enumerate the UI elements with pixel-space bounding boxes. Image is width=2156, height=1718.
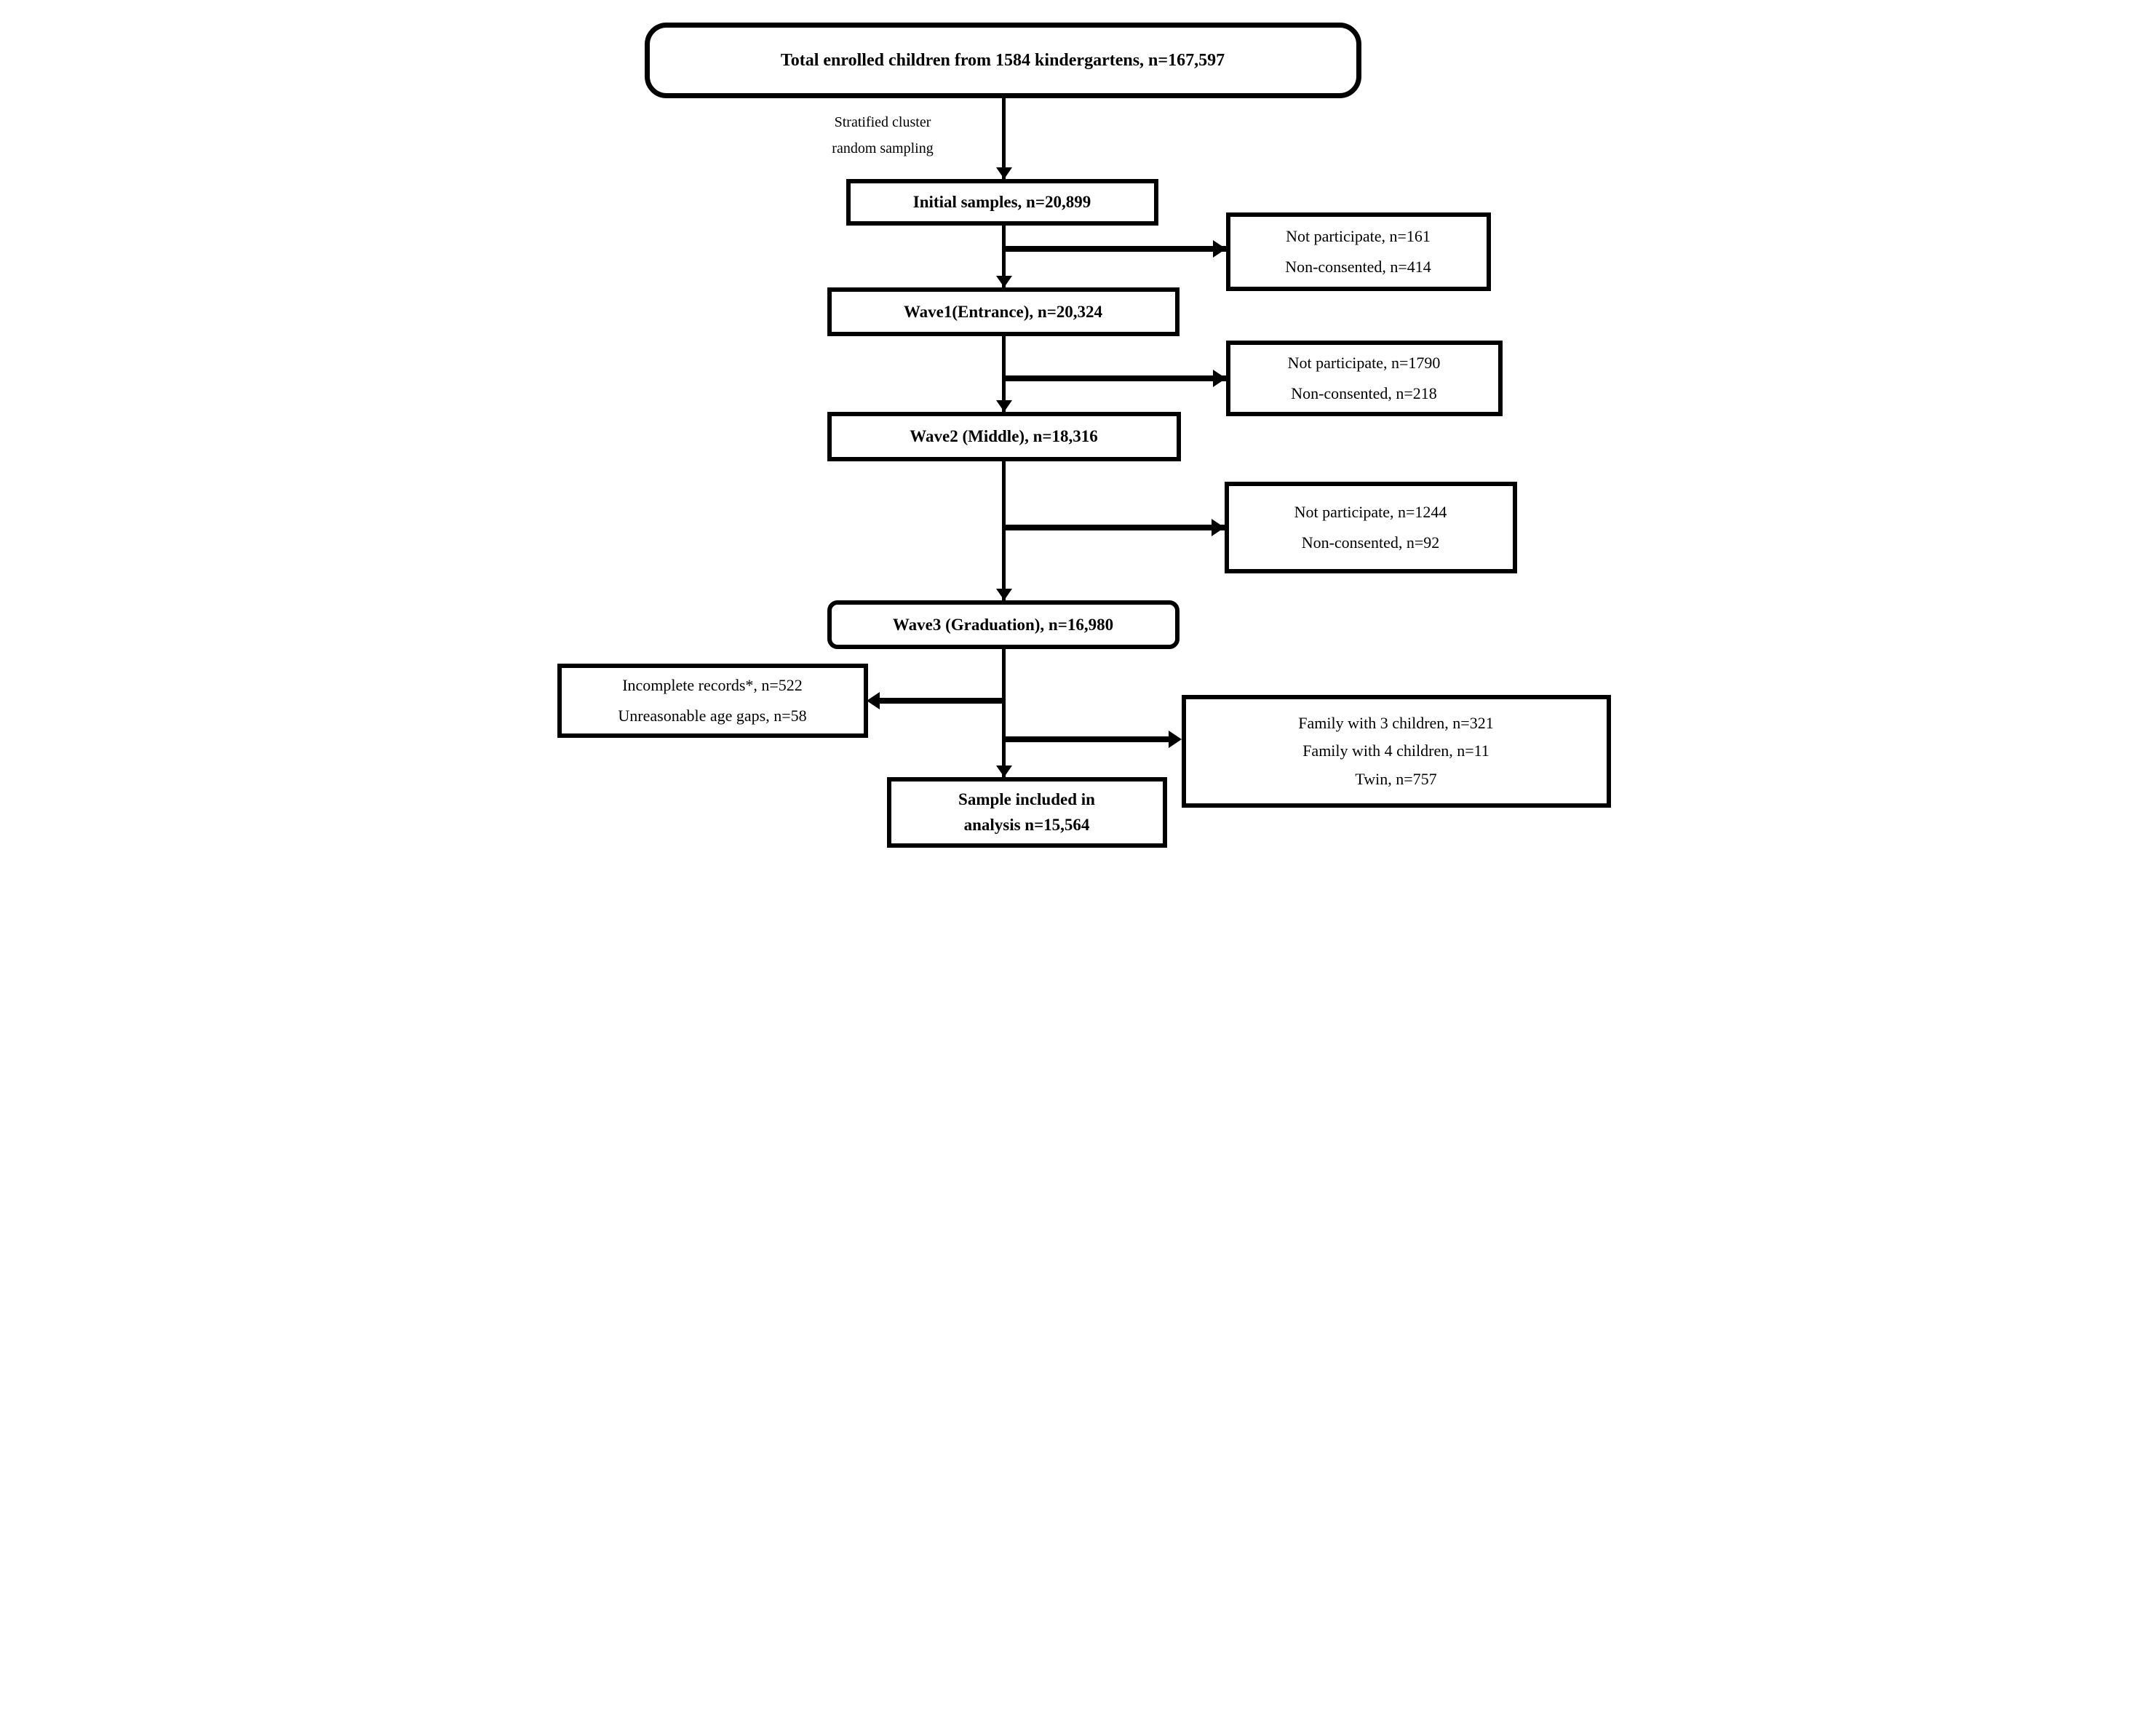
arrowhead-down-final [995, 765, 1012, 777]
exclusion-right-line2: Family with 4 children, n=11 [1302, 741, 1489, 760]
node-exclusion-left: Incomplete records*, n=522 Unreasonable … [557, 664, 868, 738]
node-initial-samples-label: Initial samples, n=20,899 [912, 193, 1091, 211]
node-wave1: Wave1(Entrance), n=20,324 [827, 287, 1180, 336]
node-final-sample-line1: Sample included in [958, 790, 1095, 808]
arrowhead-right-exclusion-right [1168, 731, 1182, 748]
branch-exclusion-3 [1003, 525, 1225, 530]
exclusion-right-line1: Family with 3 children, n=321 [1298, 713, 1494, 732]
node-wave2: Wave2 (Middle), n=18,316 [827, 412, 1181, 461]
exclusion-3-line1: Not participate, n=1244 [1294, 503, 1447, 522]
node-exclusion-2: Not participate, n=1790 Non-consented, n… [1225, 341, 1503, 416]
node-exclusion-3: Not participate, n=1244 Non-consented, n… [1224, 482, 1517, 573]
node-wave3: Wave3 (Graduation), n=16,980 [827, 600, 1180, 649]
exclusion-2-line1: Not participate, n=1790 [1287, 354, 1441, 373]
exclusion-2-line2: Non-consented, n=218 [1291, 384, 1437, 402]
node-final-sample: Sample included in analysis n=15,564 [886, 777, 1167, 848]
node-exclusion-1: Not participate, n=161 Non-consented, n=… [1225, 212, 1491, 291]
exclusion-left-line2: Unreasonable age gaps, n=58 [618, 707, 807, 725]
exclusion-left-line1: Incomplete records*, n=522 [622, 676, 803, 695]
connector-wave3-to-final [1001, 649, 1006, 777]
node-final-sample-line2: analysis n=15,564 [963, 815, 1090, 834]
connector-wave2-to-wave3 [1001, 461, 1006, 600]
exclusion-1-line2: Non-consented, n=414 [1285, 258, 1431, 276]
arrowhead-down-wave1 [995, 276, 1012, 287]
branch-exclusion-right [1003, 736, 1170, 742]
arrowhead-down-wave2 [995, 400, 1012, 412]
node-wave3-label: Wave3 (Graduation), n=16,980 [892, 615, 1114, 634]
arrowhead-down-wave3 [995, 589, 1012, 600]
arrowhead-right-exclusion-1 [1212, 240, 1226, 258]
arrowhead-down-initial [995, 167, 1012, 179]
connector-wave1-to-wave2 [1001, 336, 1006, 412]
node-exclusion-right: Family with 3 children, n=321 Family wit… [1181, 695, 1611, 808]
arrowhead-right-exclusion-3 [1211, 519, 1225, 536]
flow-diagram: Total enrolled children from 1584 kinder… [538, 0, 1618, 859]
branch-exclusion-left [879, 698, 1006, 704]
sampling-method-line1: Stratified cluster [834, 114, 931, 130]
connector-initial-to-wave1 [1001, 226, 1006, 287]
sampling-method-line2: random sampling [832, 140, 934, 156]
branch-exclusion-2 [1003, 375, 1226, 381]
exclusion-right-line3: Twin, n=757 [1355, 769, 1437, 788]
exclusion-1-line1: Not participate, n=161 [1286, 227, 1431, 246]
node-wave1-label: Wave1(Entrance), n=20,324 [903, 302, 1103, 321]
node-total-enrolled-label: Total enrolled children from 1584 kinder… [780, 50, 1225, 70]
arrowhead-right-exclusion-2 [1212, 370, 1226, 387]
arrowhead-left-exclusion-left [866, 692, 880, 709]
branch-exclusion-1 [1003, 246, 1226, 252]
sampling-method-label: Stratified cluster random sampling [779, 109, 987, 162]
connector-top-to-initial [1001, 98, 1006, 179]
node-wave2-label: Wave2 (Middle), n=18,316 [910, 427, 1098, 445]
node-initial-samples: Initial samples, n=20,899 [846, 179, 1158, 226]
exclusion-3-line2: Non-consented, n=92 [1301, 533, 1440, 552]
node-total-enrolled: Total enrolled children from 1584 kinder… [644, 23, 1361, 98]
